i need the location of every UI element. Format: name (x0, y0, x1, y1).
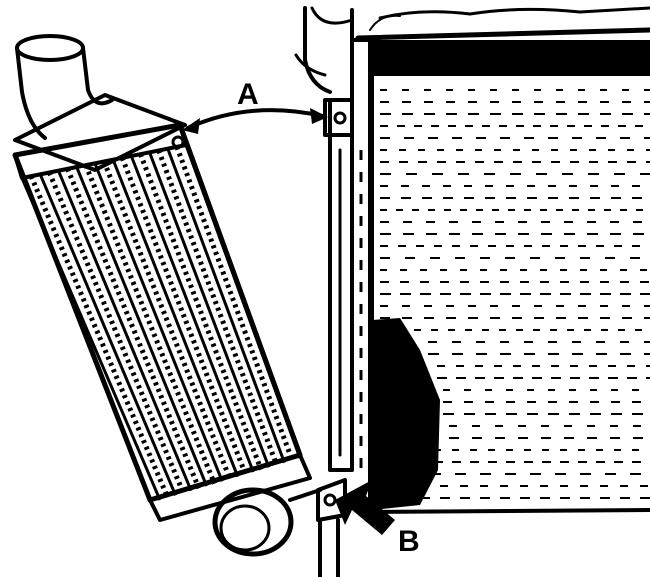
callout-b: B (335, 480, 420, 558)
radiator-top-shading (372, 40, 650, 76)
radiator-side-tank (294, 6, 372, 577)
outlet-pipe (212, 487, 322, 557)
arrow-b-icon (335, 480, 395, 535)
inlet-pipe (13, 34, 187, 172)
label-b: B (398, 525, 420, 558)
intercooler (12, 34, 322, 557)
radiator-core-fins (380, 89, 650, 499)
intercooler-tubes (20, 144, 302, 501)
callout-a: A (182, 78, 328, 134)
label-a: A (237, 78, 259, 111)
mounting-bracket (323, 98, 354, 137)
radiator (355, 6, 650, 514)
